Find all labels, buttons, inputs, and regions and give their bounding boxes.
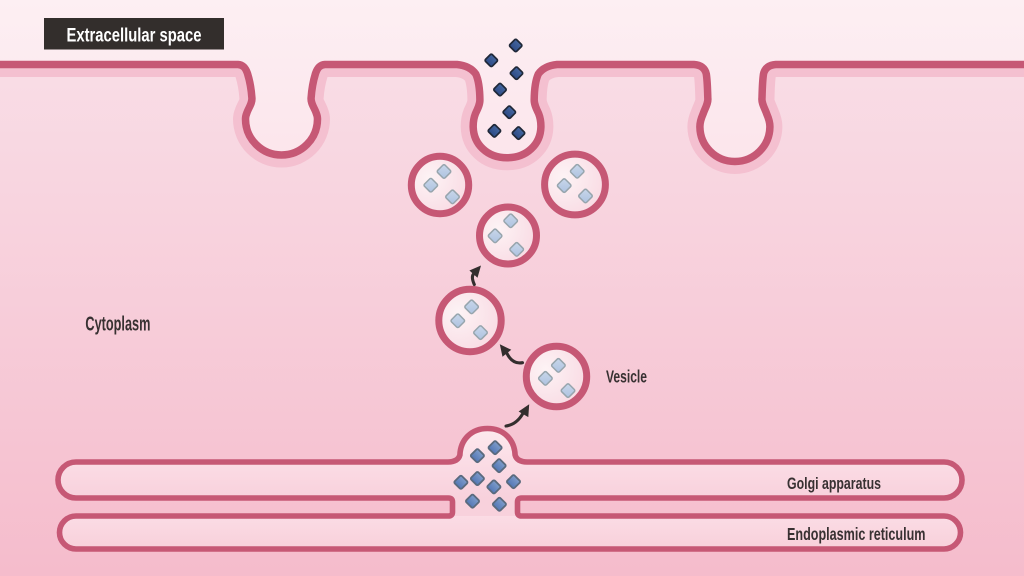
svg-text:Cytoplasm: Cytoplasm (85, 314, 150, 336)
svg-text:Extracellular space: Extracellular space (67, 25, 202, 47)
svg-text:Endoplasmic reticulum: Endoplasmic reticulum (787, 524, 926, 544)
svg-text:Vesicle: Vesicle (606, 367, 647, 387)
svg-text:Golgi apparatus: Golgi apparatus (787, 474, 881, 493)
